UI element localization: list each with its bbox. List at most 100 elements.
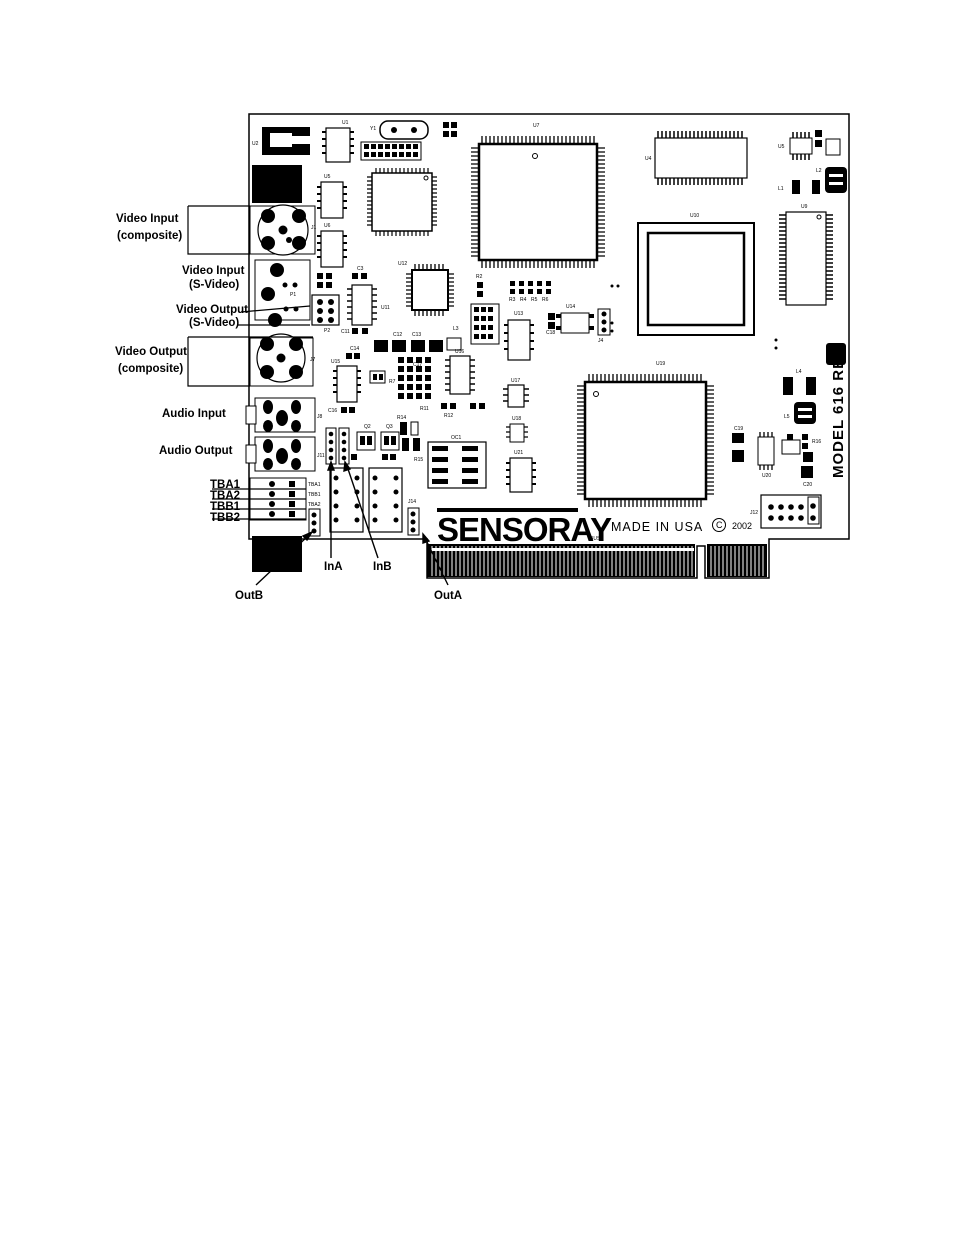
svg-text:L4: L4 <box>796 369 802 375</box>
black-block-bottom <box>252 536 302 572</box>
svg-text:P1: P1 <box>290 292 296 298</box>
q-parts-right: R16 C20 <box>781 434 821 488</box>
y1-crystal: Y1 <box>370 120 429 140</box>
u13-dip: U13 <box>504 311 534 361</box>
l5-inductor: L5 <box>784 402 816 424</box>
label-tbb2: TBB2 <box>210 512 240 524</box>
svg-text:L2: L2 <box>816 168 822 174</box>
label-inb: InB <box>373 561 392 573</box>
svg-text:TBA1: TBA1 <box>308 482 321 488</box>
label-outa: OutA <box>434 590 462 602</box>
j14-header: J14 <box>407 499 420 536</box>
j4-header: J4 <box>597 308 611 344</box>
label-video-input-svideo-line2: (S-Video) <box>189 279 239 291</box>
c16-cap: C16 <box>328 407 355 414</box>
svg-text:U18: U18 <box>512 416 521 422</box>
copyright-symbol: C <box>716 520 723 530</box>
u15-dip: U15 C14 <box>331 346 361 403</box>
svg-text:J12: J12 <box>750 510 758 516</box>
l4-inductor: L4 <box>783 369 816 395</box>
svg-text:J11: J11 <box>317 453 325 459</box>
l2-inductor <box>825 167 847 193</box>
pin-header-row <box>360 141 422 161</box>
u14-part: U14 C18 <box>546 304 594 336</box>
svg-text:R11: R11 <box>420 406 429 412</box>
svg-text:R14: R14 <box>397 415 406 421</box>
label-audio-input: Audio Input <box>162 408 226 420</box>
p2-svideo-output-header: P2 <box>311 294 340 334</box>
svg-text:R7: R7 <box>389 379 396 385</box>
svg-text:U12: U12 <box>398 261 407 267</box>
svg-text:C19: C19 <box>734 426 743 432</box>
u7-qfp: U7 <box>471 123 605 268</box>
d2-diode <box>369 370 386 384</box>
svg-text:U4: U4 <box>645 156 652 162</box>
year-text: 2002 <box>732 521 752 531</box>
small-caps-top <box>443 122 457 137</box>
j12-header: J12 <box>750 494 822 529</box>
black-square-right <box>826 343 846 365</box>
svg-text:U10: U10 <box>690 213 699 219</box>
u12-qfp: U12 <box>398 261 454 316</box>
label-audio-output: Audio Output <box>159 445 233 457</box>
u11-soic: U11 C3 C11 <box>341 266 390 335</box>
svg-text:C17: C17 <box>413 362 422 368</box>
small-caps-mid-left <box>317 273 368 334</box>
label-ina: InA <box>324 561 343 573</box>
svg-text:U6: U6 <box>324 223 331 229</box>
svg-text:Y1: Y1 <box>370 126 376 132</box>
u21-dip: U21 <box>506 450 536 493</box>
svg-text:U15: U15 <box>331 359 340 365</box>
video-input-composite-jack: J1 <box>249 204 317 256</box>
model-text: MODEL 616 REV <box>830 347 847 478</box>
ina-inb-jumpers <box>325 427 350 465</box>
svg-text:J14: J14 <box>408 499 416 505</box>
callout-labels: Video Input (composite) Video Input (S-V… <box>115 213 462 602</box>
callout-lines <box>187 205 313 520</box>
u3-qfp <box>367 168 437 236</box>
resistor-arrays: R2 R3 R4 R5 R6 <box>476 274 778 350</box>
svg-text:Q3: Q3 <box>386 424 393 430</box>
u10-bga: U10 <box>637 213 755 336</box>
made-in-text: MADE IN USA <box>611 520 703 534</box>
label-video-input-line1: Video Input <box>116 213 179 225</box>
pointer-arrows <box>255 460 449 586</box>
svg-text:U11: U11 <box>381 305 390 311</box>
label-video-output-svideo-line1: Video Output <box>176 304 248 316</box>
outb-header <box>308 508 321 537</box>
black-block-top <box>252 165 302 203</box>
svg-text:R12: R12 <box>444 413 453 419</box>
label-video-input-svideo-line1: Video Input <box>182 265 245 277</box>
svg-text:C14: C14 <box>350 346 359 352</box>
svg-text:C18: C18 <box>546 330 555 336</box>
svg-text:U7: U7 <box>533 123 540 129</box>
u6-dip: U6 <box>317 223 347 268</box>
svg-text:U9: U9 <box>801 204 808 210</box>
svg-text:Q2: Q2 <box>364 424 371 430</box>
svg-text:U2: U2 <box>252 141 259 147</box>
svg-text:C13: C13 <box>412 332 421 338</box>
svg-text:R3: R3 <box>509 297 516 303</box>
svg-text:U17: U17 <box>511 378 520 384</box>
svg-text:R4: R4 <box>520 297 527 303</box>
svg-text:R2: R2 <box>476 274 483 280</box>
svg-text:J1: J1 <box>311 225 317 231</box>
relays <box>329 467 403 533</box>
svg-text:J8: J8 <box>317 414 323 420</box>
svg-text:U20: U20 <box>762 473 771 479</box>
u5-small-top-right: U5 <box>778 132 813 160</box>
svg-text:L5: L5 <box>784 414 790 420</box>
video-output-composite-jack: J7 <box>249 333 316 387</box>
u20-soic: U20 <box>757 432 775 479</box>
label-outb: OutB <box>235 590 263 602</box>
svg-text:OC1: OC1 <box>451 435 462 441</box>
label-video-input-line2: (composite) <box>117 230 182 242</box>
svg-text:J4: J4 <box>598 338 604 344</box>
small-parts-top-right: L1 L2 <box>778 130 841 194</box>
audio-input-jack: J8 <box>245 397 323 433</box>
svg-text:C3: C3 <box>357 266 364 272</box>
svg-text:U21: U21 <box>514 450 523 456</box>
label-video-output-line1: Video Output <box>115 346 187 358</box>
svg-text:R16: R16 <box>812 439 821 445</box>
